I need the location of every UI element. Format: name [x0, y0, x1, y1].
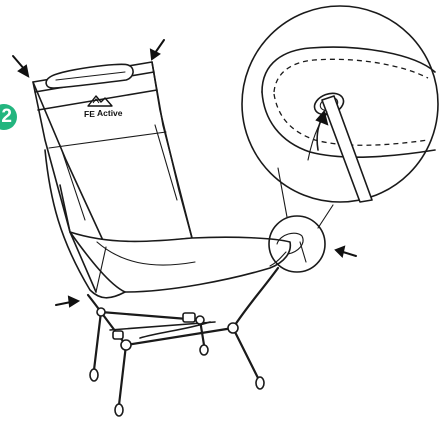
arrow-top-right-icon — [151, 40, 164, 59]
logo-active-text: Active — [97, 108, 123, 118]
arrow-top-left-icon — [13, 56, 28, 76]
arrow-insert-icon — [317, 112, 327, 150]
arrow-right-pocket-icon — [336, 247, 356, 256]
pocket-detail-callout — [269, 216, 325, 272]
logo-fe-text: FE — [84, 109, 95, 119]
zoom-detail-circle — [242, 6, 438, 202]
chair-frame — [88, 268, 278, 416]
arrow-left-side-icon — [56, 297, 78, 306]
